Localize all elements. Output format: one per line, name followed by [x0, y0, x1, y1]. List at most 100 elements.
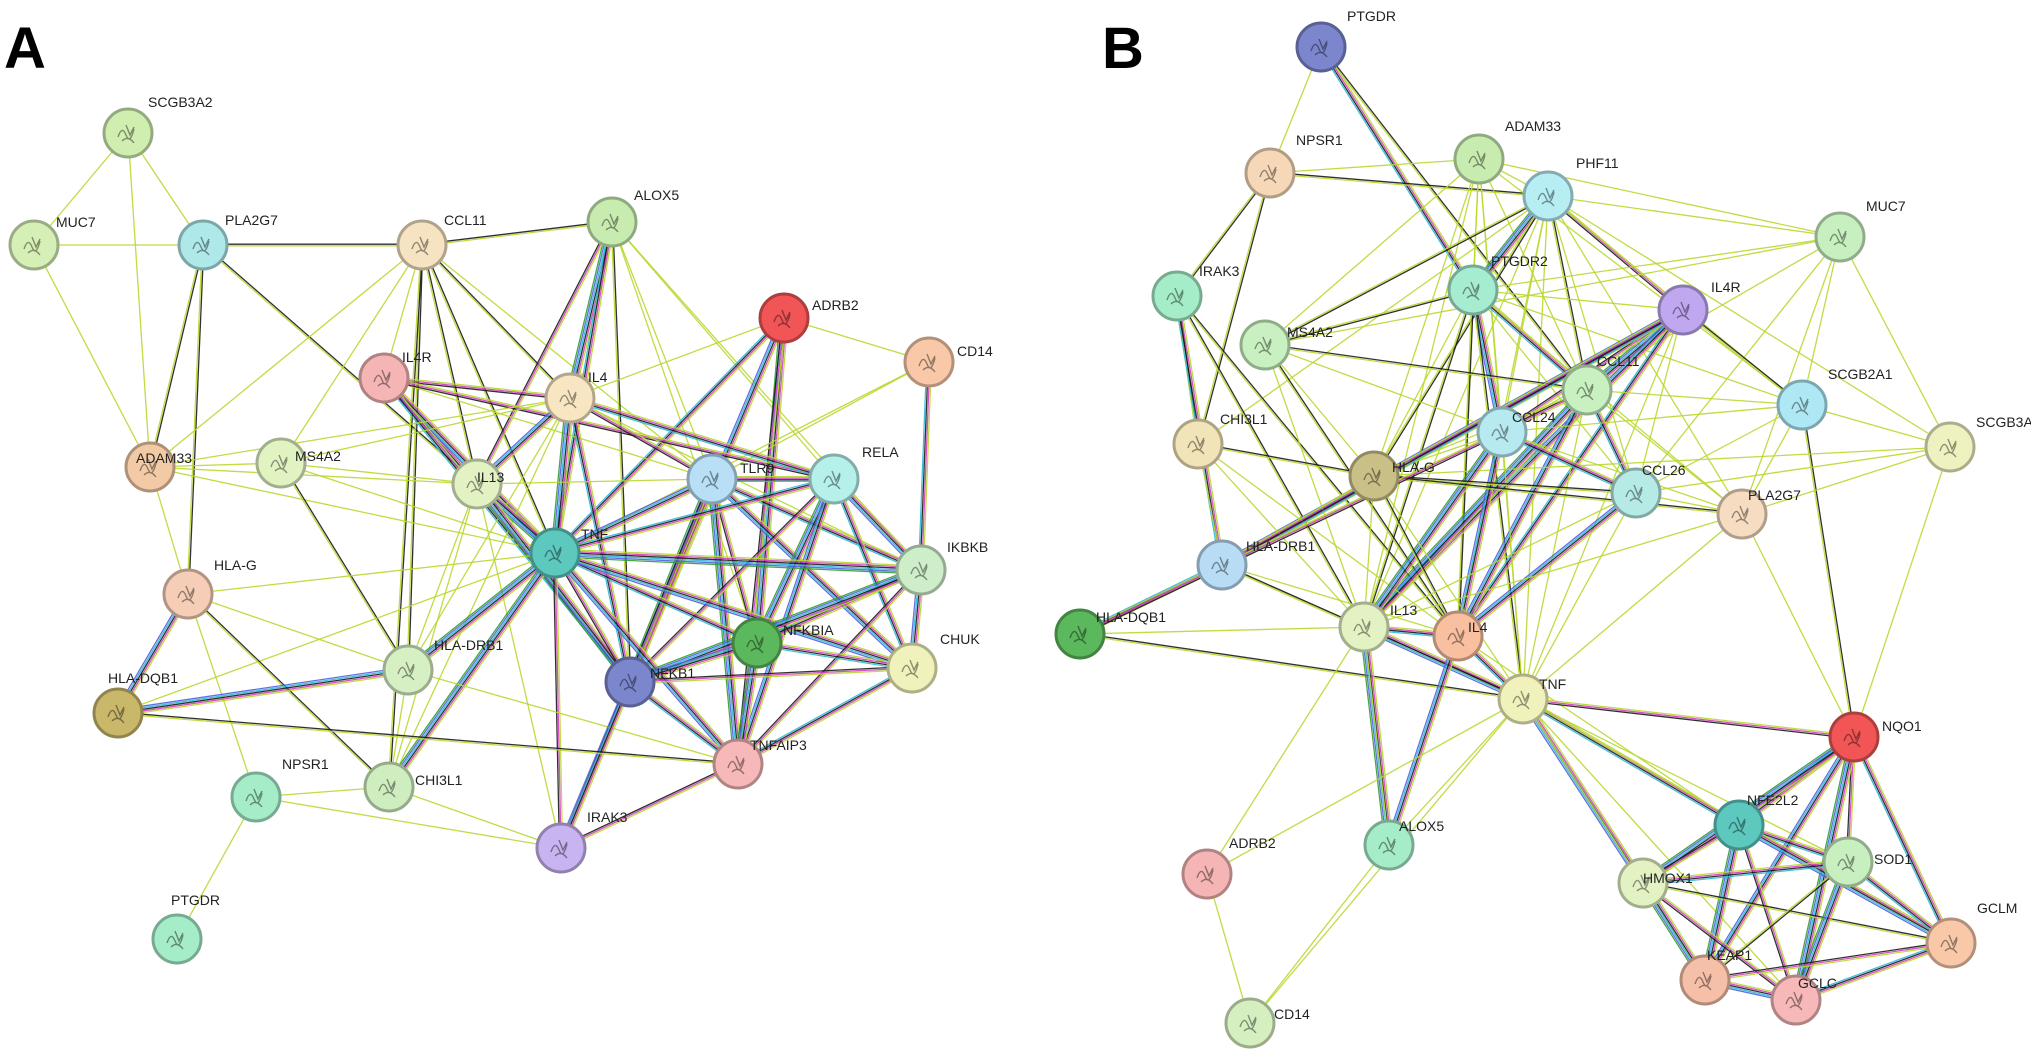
node-a-alox5[interactable]: ALOX5 — [586, 187, 679, 248]
protein-structure-icon — [727, 755, 745, 775]
node-a-scgb3a2[interactable]: SCGB3A2 — [102, 94, 213, 159]
node-a-ccl11[interactable]: CCL11 — [396, 212, 487, 271]
node-b-hla-g[interactable]: HLA-G — [1348, 450, 1435, 502]
protein-structure-icon — [1069, 625, 1087, 645]
node-circle — [1453, 133, 1505, 185]
node-a-tlr9[interactable]: TLR9 — [686, 453, 774, 505]
edge-b-tnf-nqo1 — [1522, 696, 1855, 740]
node-label: MUC7 — [56, 214, 96, 230]
node-b-hmox1[interactable]: HMOX1 — [1617, 857, 1693, 909]
node-b-gclc[interactable]: GCLC — [1770, 974, 1837, 1026]
node-b-gclm[interactable]: GCLM — [1925, 900, 2017, 969]
node-b-il13[interactable]: IL13 — [1338, 601, 1417, 653]
node-a-chi3l1[interactable]: CHI3L1 — [363, 761, 463, 813]
node-a-hla-drb1[interactable]: HLA-DRB1 — [382, 637, 503, 696]
node-b-ptgdr2[interactable]: PTGDR2 — [1447, 253, 1548, 316]
node-b-hla-drb1[interactable]: HLA-DRB1 — [1196, 538, 1315, 591]
node-label: TNF — [1539, 676, 1566, 692]
node-b-pla2g7[interactable]: PLA2G7 — [1716, 487, 1801, 540]
edge-a-tlr9-chuk — [709, 476, 915, 671]
node-b-nqo1[interactable]: NQO1 — [1828, 711, 1922, 763]
node-b-ms4a2[interactable]: MS4A2 — [1239, 319, 1333, 371]
edge-b-muc7-ccl24 — [1501, 236, 1841, 433]
node-a-rela[interactable]: RELA — [808, 444, 899, 505]
edge-b-ms4a2-ccl24 — [1264, 344, 1503, 433]
node-circle — [1822, 836, 1874, 888]
node-a-il4r[interactable]: IL4R — [358, 349, 432, 404]
node-b-irak3[interactable]: IRAK3 — [1151, 263, 1240, 322]
edge-b-adam33-muc7 — [1478, 158, 1841, 238]
node-b-keap1[interactable]: KEAP1 — [1679, 947, 1752, 1006]
edge-a-il4-rela — [569, 395, 835, 482]
node-b-ptgdr[interactable]: PTGDR — [1295, 8, 1396, 73]
edge-b-ptgdr2-il4r — [1472, 289, 1684, 311]
node-a-nfkb1[interactable]: NFKB1 — [604, 656, 695, 708]
protein-structure-icon — [1791, 396, 1809, 416]
node-b-tnf[interactable]: TNF — [1497, 673, 1566, 725]
node-b-alox5[interactable]: ALOX5 — [1363, 818, 1444, 871]
node-circle — [886, 642, 938, 694]
node-label: IL4 — [1468, 619, 1488, 635]
node-a-hla-dqb1[interactable]: HLA-DQB1 — [92, 670, 178, 739]
node-label: ADRB2 — [1229, 835, 1276, 851]
node-b-il4[interactable]: IL4 — [1432, 610, 1488, 662]
node-b-npsr1[interactable]: NPSR1 — [1244, 132, 1343, 199]
protein-structure-icon — [1939, 438, 1957, 458]
node-b-hla-dqb1[interactable]: HLA-DQB1 — [1054, 608, 1166, 660]
node-circle — [1224, 997, 1276, 1049]
node-b-scgb2a1[interactable]: SCGB2A1 — [1776, 366, 1893, 431]
node-label: ALOX5 — [1399, 818, 1444, 834]
edge-a-tlr9-tnfaip3 — [707, 478, 743, 765]
node-circle — [586, 196, 638, 248]
node-a-adam33[interactable]: ADAM33 — [124, 441, 192, 493]
node-a-chuk[interactable]: CHUK — [886, 631, 980, 694]
node-a-ikbkb[interactable]: IKBKB — [895, 539, 988, 596]
edge-a-hla-g-hla-drb1 — [187, 593, 409, 671]
edge-a-il13-irak3 — [476, 483, 562, 849]
protein-structure-icon — [910, 561, 928, 581]
node-a-il13[interactable]: IL13 — [451, 458, 504, 510]
edge-b-phf11-ms4a2 — [1264, 194, 1549, 347]
node-a-ptgdr[interactable]: PTGDR — [151, 892, 220, 965]
node-b-scgb3a2[interactable]: SCGB3A2 — [1924, 414, 2031, 473]
edge-b-chi3l1-il4 — [1197, 443, 1459, 637]
protein-structure-icon — [1785, 991, 1803, 1011]
node-b-adrb2[interactable]: ADRB2 — [1181, 835, 1276, 900]
node-a-npsr1[interactable]: NPSR1 — [230, 756, 329, 823]
node-label: IL4R — [402, 349, 432, 365]
protein-structure-icon — [1462, 281, 1480, 301]
node-b-nfe2l2[interactable]: NFE2L2 — [1713, 792, 1799, 851]
node-b-phf11[interactable]: PHF11 — [1522, 155, 1619, 222]
node-b-chi3l1[interactable]: CHI3L1 — [1172, 411, 1268, 470]
node-a-tnf[interactable]: TNF — [529, 526, 608, 579]
node-label: TNFAIP3 — [750, 737, 807, 753]
node-circle — [1476, 406, 1528, 458]
node-a-muc7[interactable]: MUC7 — [8, 214, 96, 271]
node-a-pla2g7[interactable]: PLA2G7 — [177, 212, 278, 271]
edge-b-hla-dqb1-tnf — [1079, 632, 1524, 701]
node-a-irak3[interactable]: IRAK3 — [535, 809, 628, 874]
node-b-muc7[interactable]: MUC7 — [1814, 198, 1906, 263]
node-b-il4r[interactable]: IL4R — [1657, 279, 1741, 336]
node-b-cd14[interactable]: CD14 — [1224, 997, 1310, 1049]
node-b-sod1[interactable]: SOD1 — [1822, 836, 1912, 888]
node-b-ccl11[interactable]: CCL11 — [1561, 353, 1640, 416]
edge-a-pla2g7-adam33 — [148, 244, 205, 468]
edge-b-il13-adrb2 — [1206, 626, 1365, 875]
node-circle — [1561, 364, 1613, 416]
node-a-adrb2[interactable]: ADRB2 — [758, 292, 859, 344]
node-a-tnfaip3[interactable]: TNFAIP3 — [712, 737, 807, 790]
node-a-ms4a2[interactable]: MS4A2 — [255, 437, 341, 489]
node-a-il4[interactable]: IL4 — [544, 369, 608, 424]
protein-structure-icon — [1187, 435, 1205, 455]
node-label: PTGDR — [1347, 8, 1396, 24]
edge-b-sod1-keap1 — [1704, 860, 1849, 982]
node-b-ccl26[interactable]: CCL26 — [1610, 462, 1686, 519]
node-a-nfkbia[interactable]: NFKBIA — [731, 617, 834, 669]
node-a-hla-g[interactable]: HLA-G — [162, 557, 257, 620]
node-a-cd14[interactable]: CD14 — [903, 336, 993, 388]
node-label: ADAM33 — [1505, 118, 1561, 134]
node-b-adam33[interactable]: ADAM33 — [1453, 118, 1561, 185]
node-b-ccl24[interactable]: CCL24 — [1476, 406, 1556, 458]
